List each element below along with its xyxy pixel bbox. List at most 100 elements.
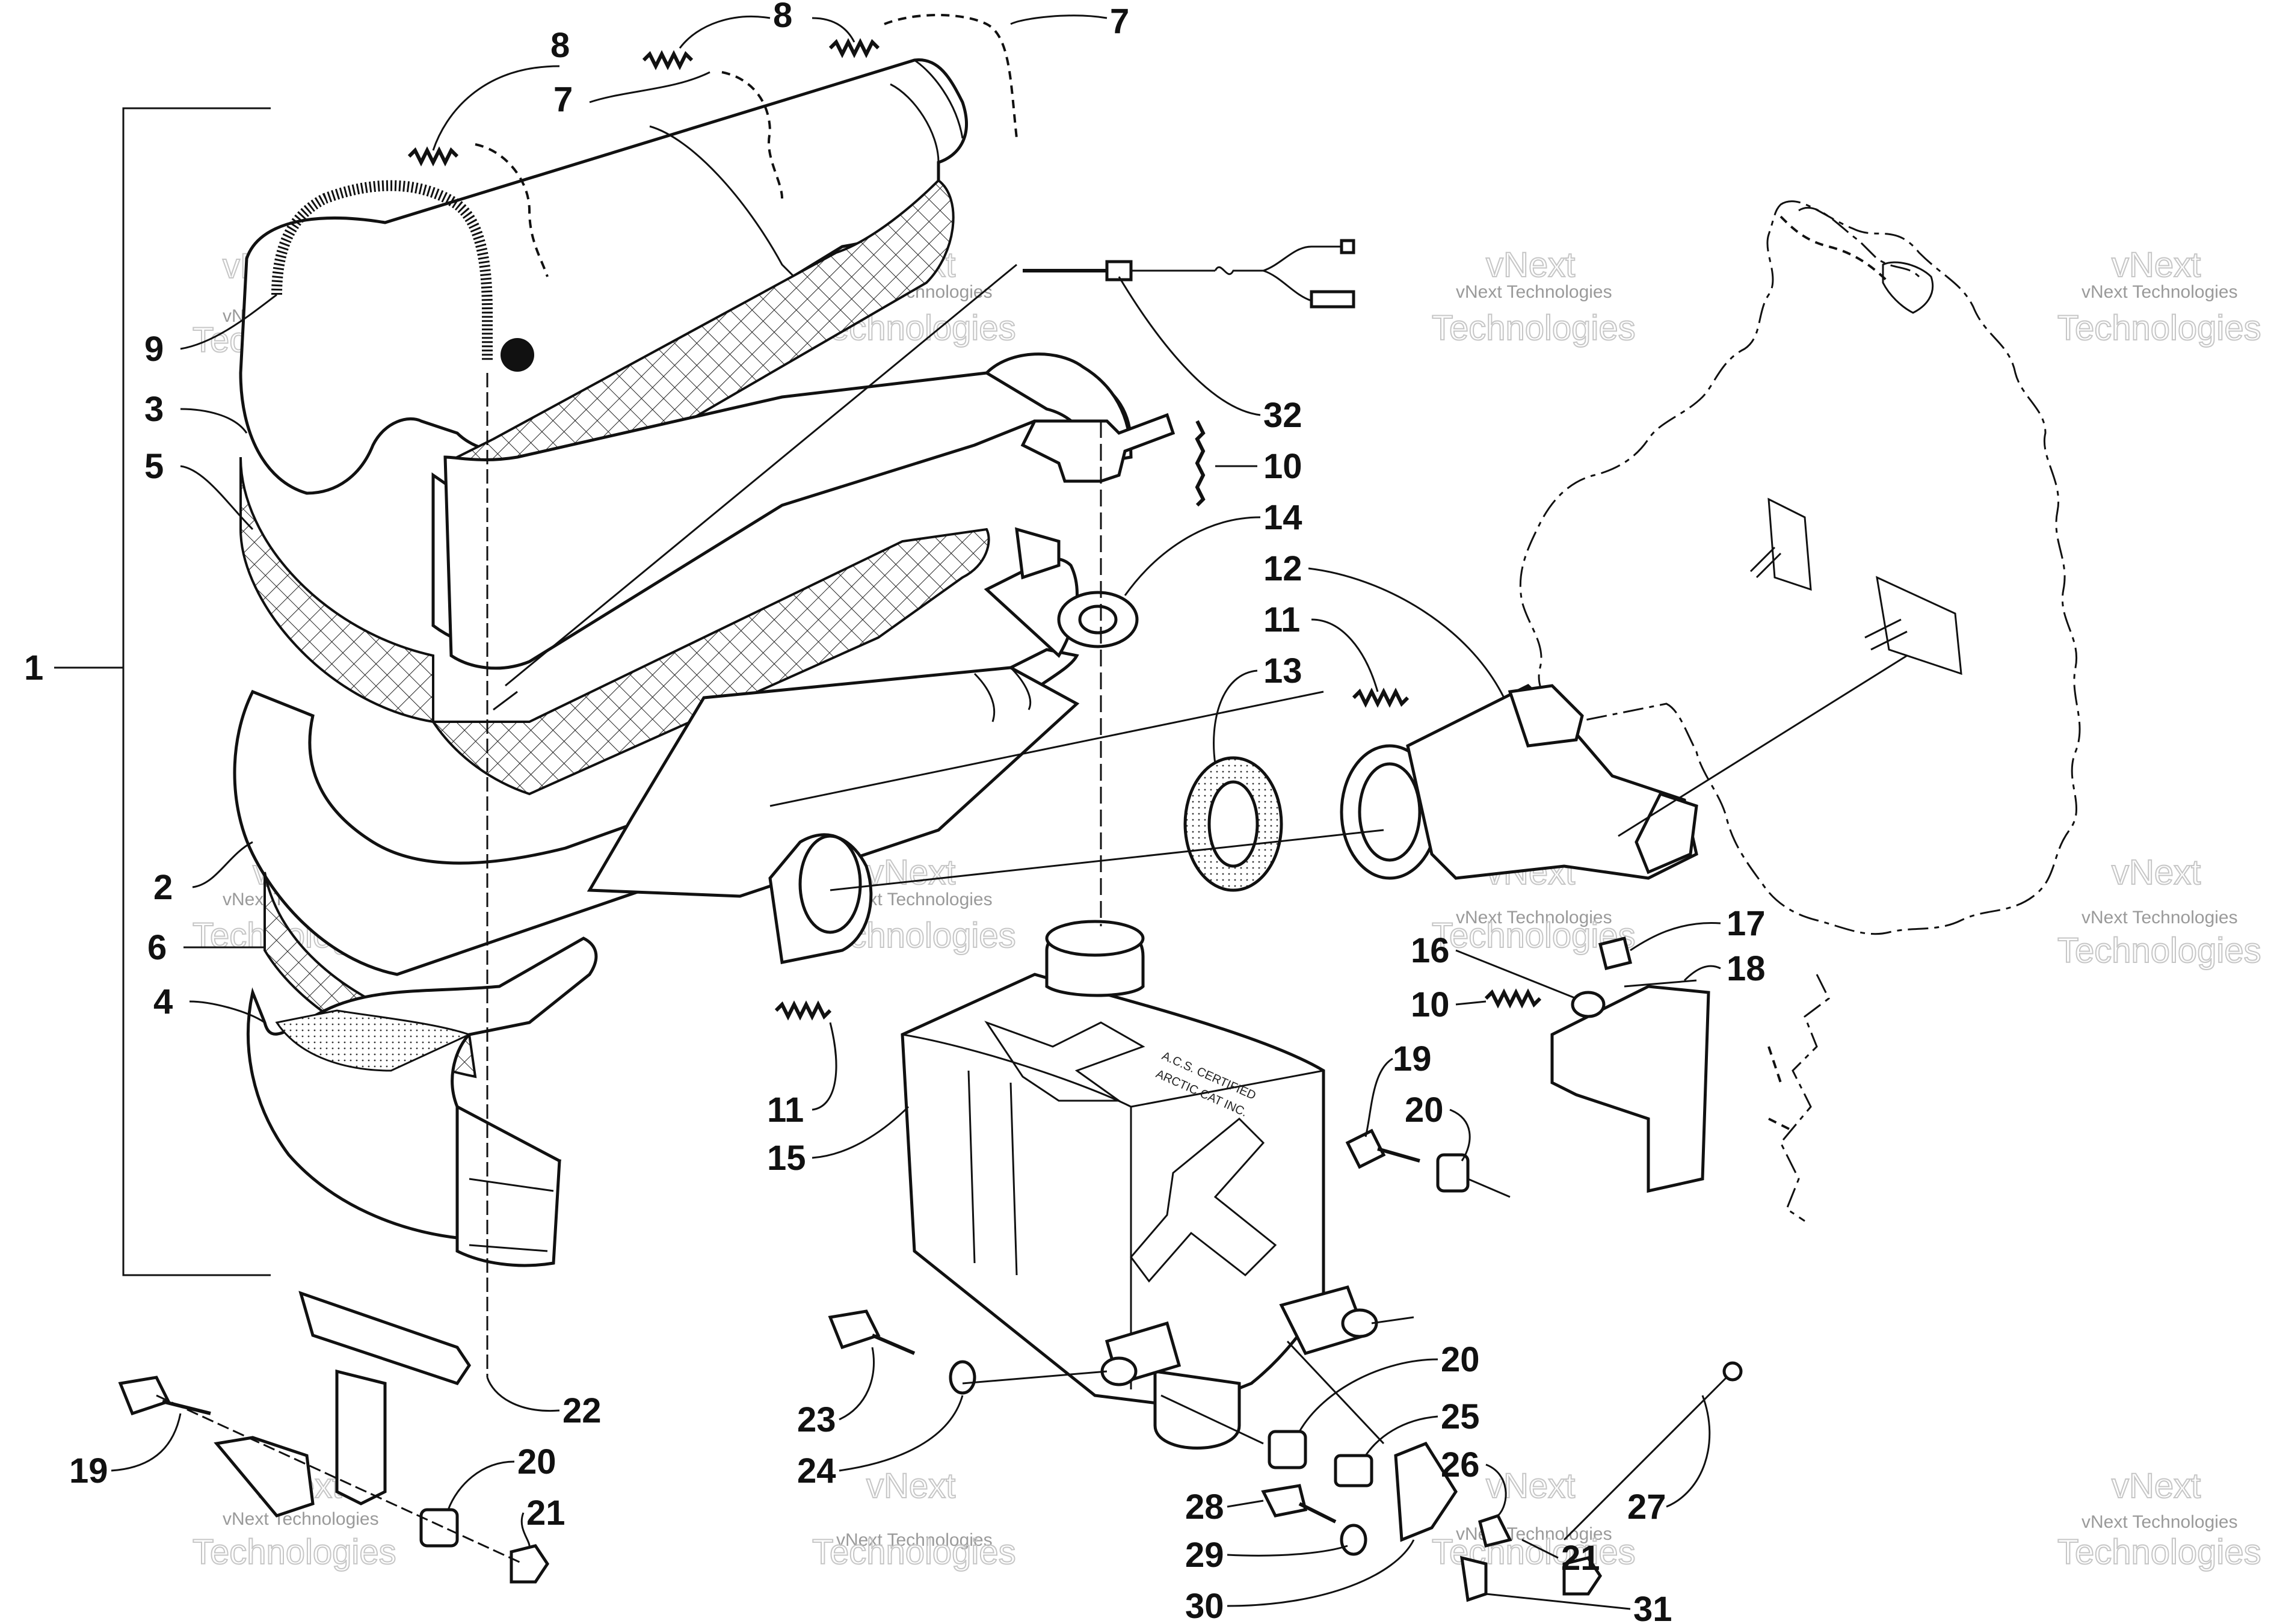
engine-outline — [1519, 200, 2081, 1222]
spacer-icon — [1436, 1153, 1470, 1193]
callout-14: 14 — [1263, 498, 1302, 537]
expansion-chamber-upper — [239, 58, 968, 724]
watermark-large: Technologies — [2057, 931, 2261, 970]
watermark-top-mid: vNext vNext Technologies Technologies — [1431, 245, 1636, 348]
callout-5: 5 — [144, 447, 164, 486]
watermark-large-top: vNext — [866, 1466, 955, 1506]
spring-icon — [1352, 687, 1410, 708]
nut-icon — [1562, 1556, 1603, 1596]
callout-1: 1 — [24, 648, 43, 687]
watermark-small: vNext Technologies — [1456, 282, 1612, 302]
callout-4: 4 — [153, 982, 173, 1021]
callout-7b: 7 — [1110, 2, 1129, 41]
muffler-tank: A.C.S. CERTIFIED ARCTIC CAT INC. — [901, 920, 1378, 1450]
watermark-bottom-right: vNext vNext Technologies Technologies — [2057, 1466, 2262, 1572]
callout-13: 13 — [1263, 651, 1302, 691]
expansion-chamber-lower — [233, 648, 1080, 1267]
watermark-large-top: vNext — [1486, 245, 1575, 285]
spring-icon — [774, 1000, 832, 1021]
callout-17: 17 — [1727, 904, 1766, 943]
callout-26: 26 — [1441, 1445, 1480, 1484]
watermark-large-top: vNext — [2112, 245, 2201, 285]
watermark-mid-right: vNext vNext Technologies Technologies — [2057, 852, 2262, 971]
spring-icon — [1484, 988, 1542, 1009]
nut-icon — [510, 1544, 550, 1584]
callout-20b: 20 — [1441, 1340, 1480, 1379]
watermark-small: vNext Technologies — [2081, 908, 2238, 927]
watermark-top-right: vNext vNext Technologies Technologies — [2057, 245, 2262, 348]
spring-icon — [271, 180, 493, 361]
grommet-icon — [1459, 1555, 1488, 1602]
header-pipe-mid — [431, 352, 1176, 796]
bracket-18 — [1550, 985, 1710, 1193]
temperature-sensor — [1023, 239, 1355, 309]
callout-12: 12 — [1263, 549, 1302, 588]
callout-18: 18 — [1727, 949, 1766, 988]
watermark-large: Technologies — [1432, 309, 1636, 348]
watermark-large: Technologies — [2057, 1533, 2261, 1572]
watermark-small: vNext Technologies — [836, 1530, 993, 1550]
washer-icon — [1340, 1524, 1367, 1556]
watermark-large-top: vNext — [866, 853, 955, 892]
assembly-bracket — [54, 107, 271, 1276]
callout-8b: 8 — [773, 0, 792, 35]
bolt-head-icon — [1345, 1128, 1386, 1169]
watermark-small: vNext Technologies — [223, 1509, 379, 1529]
bolt-head-icon — [828, 1309, 881, 1350]
watermark-small: vNext Technologies — [1456, 908, 1612, 927]
callout-32: 32 — [1263, 396, 1302, 435]
bolt-head-icon — [1261, 1484, 1308, 1518]
callout-6: 6 — [147, 928, 167, 967]
callout-27: 27 — [1627, 1487, 1666, 1527]
spacer-icon — [419, 1508, 459, 1548]
callout-19a: 19 — [1393, 1039, 1432, 1078]
springs-chains — [271, 14, 1542, 1021]
callout-25: 25 — [1441, 1397, 1480, 1436]
callout-3: 3 — [144, 390, 164, 429]
watermark-mid-center: vNext vNext Technologies Technologies — [812, 852, 1017, 956]
bracket-22 — [298, 1291, 472, 1385]
callout-10a: 10 — [1263, 447, 1302, 486]
flange-gaskets — [984, 527, 1698, 892]
callout-22: 22 — [562, 1391, 602, 1430]
spring-icon — [1195, 420, 1206, 507]
callout-11b: 11 — [767, 1090, 804, 1130]
callout-20c: 20 — [517, 1442, 556, 1481]
callout-28: 28 — [1185, 1487, 1224, 1527]
watermark-small: vNext Technologies — [2081, 1512, 2238, 1532]
callout-21b: 21 — [526, 1493, 565, 1533]
spring-icon — [642, 50, 694, 70]
watermark-bottom-center: vNext vNext Technologies Technologies — [812, 1466, 1017, 1572]
callout-20a: 20 — [1405, 1090, 1444, 1130]
watermark-large-top: vNext — [1486, 1466, 1575, 1506]
callout-24: 24 — [797, 1451, 836, 1490]
spring-icon — [407, 146, 459, 167]
mounting-hardware — [118, 936, 1743, 1602]
callout-10b: 10 — [1411, 985, 1450, 1024]
callout-2: 2 — [153, 868, 173, 907]
spacer-icon — [1268, 1430, 1307, 1469]
spring-icon — [828, 38, 880, 58]
bolt-head-icon — [118, 1376, 171, 1416]
callout-21a: 21 — [1561, 1539, 1600, 1578]
callout-16: 16 — [1411, 931, 1450, 970]
drain-plug-icon — [501, 338, 534, 372]
bolt-head-icon — [1598, 936, 1633, 971]
sleeve-icon — [1334, 1454, 1373, 1487]
callout-8a: 8 — [550, 26, 570, 65]
watermark-large: Technologies — [193, 1533, 396, 1572]
washer-icon — [949, 1360, 976, 1395]
cap-icon — [1571, 991, 1606, 1018]
nut-icon — [1478, 1513, 1512, 1548]
callout-15: 15 — [767, 1139, 806, 1178]
watermark-large-top: vNext — [2112, 853, 2201, 892]
watermark-large-top: vNext — [2112, 1466, 2201, 1506]
callout-30: 30 — [1185, 1587, 1224, 1624]
watermark-large: Technologies — [2057, 309, 2261, 348]
callout-23: 23 — [797, 1400, 836, 1439]
watermark-large: Technologies — [812, 1533, 1016, 1572]
plate-icon — [1394, 1441, 1458, 1542]
watermark-small: vNext Technologies — [2081, 282, 2238, 302]
callout-31: 31 — [1633, 1590, 1672, 1624]
ring-terminal-icon — [1722, 1361, 1743, 1382]
